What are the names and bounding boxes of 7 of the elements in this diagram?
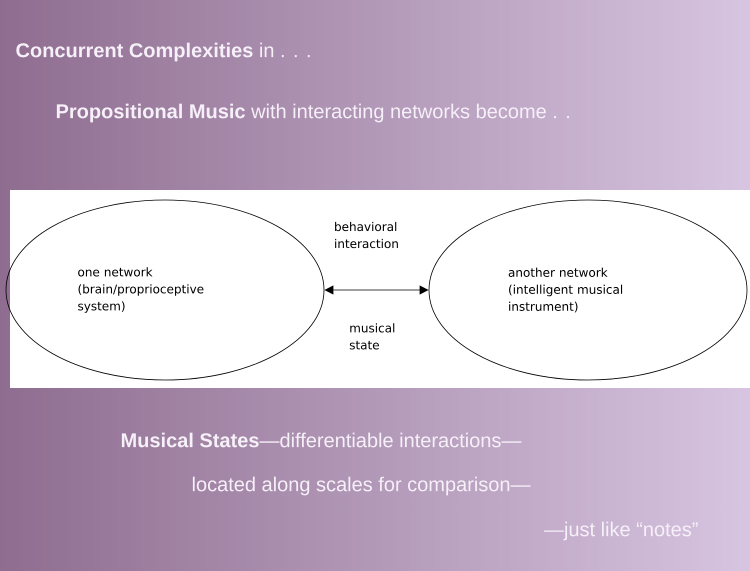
body-text: Musical States—differentiable interactions— [122,432,522,448]
edge-label: behavioral interaction [335,222,398,248]
body-text: —just like “notes” [544,522,698,540]
heading-text: Concurrent Complexities in . . . [16,42,310,62]
annotation-text: musical state [350,323,394,350]
body-text: located along scales for comparison— [192,476,531,496]
heading-text: Propositional Music with interacting networks become . . [56,104,569,122]
